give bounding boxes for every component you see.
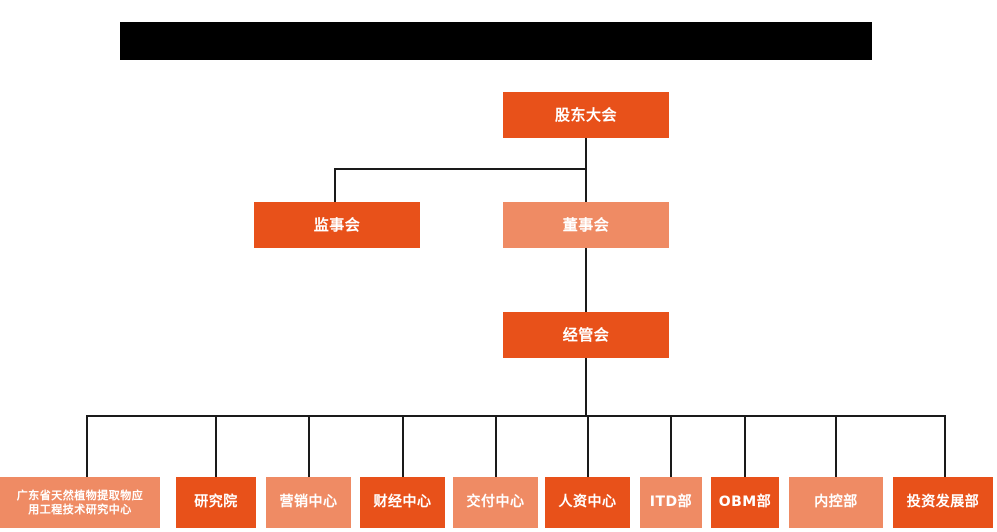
department-node-6-label: 人资中心	[558, 493, 617, 510]
node-management-committee-label: 经管会	[562, 325, 610, 344]
department-node-4[interactable]: 财经中心	[360, 477, 445, 528]
department-node-5-label: 交付中心	[466, 493, 525, 510]
node-shareholders-meeting-label: 股东大会	[554, 105, 617, 124]
node-board-of-supervisors[interactable]: 监事会	[254, 202, 420, 248]
department-node-7-label: ITD部	[649, 493, 693, 510]
department-node-3-label: 营销中心	[279, 493, 338, 510]
department-node-1-label-line2: 用工程技术研究中心	[28, 502, 132, 516]
department-node-1[interactable]: 广东省天然植物提取物应用工程技术研究中心	[0, 477, 160, 528]
department-node-2-label: 研究院	[194, 493, 238, 510]
department-node-2[interactable]: 研究院	[176, 477, 256, 528]
department-node-8-label: OBM部	[718, 493, 772, 510]
department-node-4-label: 财经中心	[373, 493, 432, 510]
connector-department-bus	[86, 415, 945, 417]
node-board-of-supervisors-label: 监事会	[313, 215, 361, 234]
node-board-of-directors-label: 董事会	[562, 215, 610, 234]
connector-drop-department-2	[215, 415, 217, 477]
connector-drop-department-10	[944, 415, 946, 477]
department-node-6[interactable]: 人资中心	[545, 477, 630, 528]
department-node-5[interactable]: 交付中心	[453, 477, 538, 528]
department-node-9-label: 内控部	[814, 493, 858, 510]
connector-drop-department-5	[495, 415, 497, 477]
department-node-7[interactable]: ITD部	[640, 477, 702, 528]
connector-row2-bus	[334, 168, 586, 170]
department-node-10-label: 投资发展部	[906, 493, 980, 510]
department-node-8[interactable]: OBM部	[711, 477, 779, 528]
connector-drop-to-supervisors	[334, 168, 336, 202]
department-node-9[interactable]: 内控部	[789, 477, 883, 528]
node-shareholders-meeting[interactable]: 股东大会	[503, 92, 669, 138]
node-board-of-directors[interactable]: 董事会	[503, 202, 669, 248]
department-node-1-label: 广东省天然植物提取物应用工程技术研究中心	[4, 489, 156, 517]
department-node-3[interactable]: 营销中心	[266, 477, 351, 528]
connector-drop-department-8	[744, 415, 746, 477]
redacted-title-bar	[120, 22, 872, 60]
connector-shareholders-to-directors	[585, 138, 587, 202]
connector-management-to-bus	[585, 358, 587, 415]
connector-drop-department-7	[670, 415, 672, 477]
connector-drop-department-1	[86, 415, 88, 477]
department-node-1-label-line1: 广东省天然植物提取物应	[16, 488, 144, 502]
connector-drop-department-9	[835, 415, 837, 477]
department-node-10[interactable]: 投资发展部	[893, 477, 993, 528]
connector-drop-department-6	[587, 415, 589, 477]
connector-directors-to-management	[585, 248, 587, 312]
connector-drop-department-4	[402, 415, 404, 477]
connector-drop-department-3	[308, 415, 310, 477]
node-management-committee[interactable]: 经管会	[503, 312, 669, 358]
